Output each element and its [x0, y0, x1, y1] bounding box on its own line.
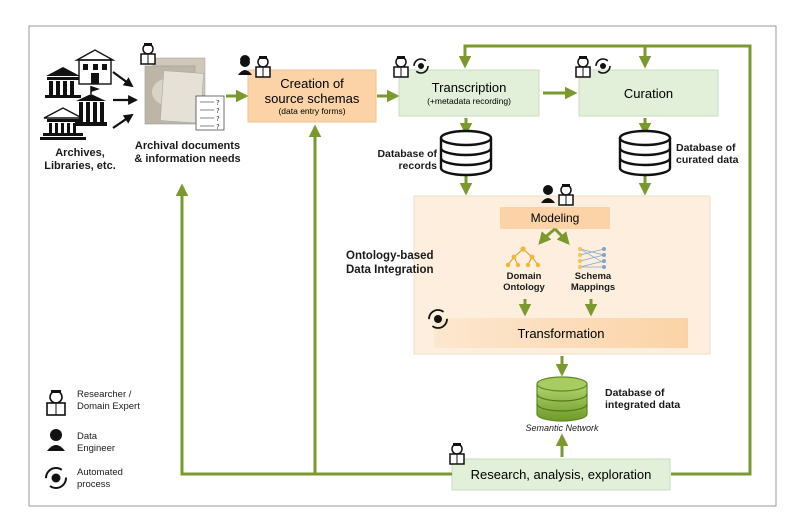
engineer-icon-modeling [541, 185, 555, 203]
automated-icon-transcription [413, 58, 429, 74]
library-icon [45, 67, 81, 98]
database-integrated-icon [536, 376, 588, 422]
researcher-icon-schemas [255, 56, 271, 78]
svg-text:?: ? [216, 115, 220, 123]
institution-icon [40, 107, 86, 140]
engineer-icon-schemas [238, 55, 252, 75]
semantic-network-caption: Semantic Network [525, 423, 599, 433]
research-box [451, 458, 671, 491]
transformation-box [434, 318, 688, 348]
svg-text:?: ? [216, 99, 220, 107]
research-text: Research, analysis, exploration [470, 467, 652, 482]
curation-box [578, 69, 719, 117]
arrow-feedback-loop [458, 44, 752, 476]
domain-ontology-icon [505, 246, 541, 268]
schema-mappings-label: Schema Mappings [570, 271, 616, 293]
legend-automated-icon [45, 467, 67, 489]
legend-researcher-icon [46, 390, 66, 416]
legend-researcher-label: Researcher / Domain Expert [77, 389, 140, 412]
arrow-modeling-to-domain [538, 227, 556, 245]
transformation-text: Transformation [517, 325, 605, 341]
arrow-feedback-to-docs [175, 183, 452, 476]
researcher-icon-transcription [393, 56, 409, 78]
legend-engineer-icon [47, 429, 65, 451]
transcription-text: Transcription (+metadata recording) [427, 79, 511, 106]
arrow-src-1 [112, 71, 134, 88]
db-records-label: Database of records [377, 148, 437, 172]
researcher-icon-documents [140, 43, 156, 65]
automated-icon-transformation [428, 309, 448, 329]
schema-mappings-icon [578, 247, 606, 269]
domain-ontology-label: Domain Ontology [503, 271, 545, 293]
modeling-box [500, 207, 610, 229]
svg-text:?: ? [216, 107, 220, 115]
sources-label: Archives, Libraries, etc. [44, 147, 116, 172]
documents-label: Archival documents & information needs [134, 140, 241, 165]
researcher-icon-curation [575, 56, 591, 78]
curation-text: Curation [623, 85, 674, 101]
arrow-modeling-to-schema [553, 227, 570, 245]
archive-building-icon [74, 49, 116, 85]
integration-title: Ontology-based Data Integration [346, 250, 434, 276]
legend-automated-label: Automated process [77, 467, 123, 490]
schemas-text: Creation of source schemas (data entry f… [264, 75, 360, 116]
modeling-text: Modeling [530, 211, 580, 225]
database-records-icon [439, 129, 493, 177]
db-integrated-label: Database of integrated data [605, 387, 681, 411]
archival-documents-image: ? ? ? ? [144, 57, 225, 131]
museum-icon [75, 86, 107, 126]
researcher-icon-modeling [558, 184, 574, 206]
researcher-icon-research [449, 443, 465, 465]
transcription-box [398, 69, 540, 117]
arrow-src-3 [112, 113, 134, 129]
legend-engineer-label: Data Engineer [77, 431, 116, 454]
svg-text:?: ? [216, 123, 220, 131]
outer-frame [28, 25, 777, 507]
automated-icon-curation [595, 58, 611, 74]
database-curated-icon [618, 129, 672, 177]
db-curated-label: Database of curated data [676, 142, 739, 166]
